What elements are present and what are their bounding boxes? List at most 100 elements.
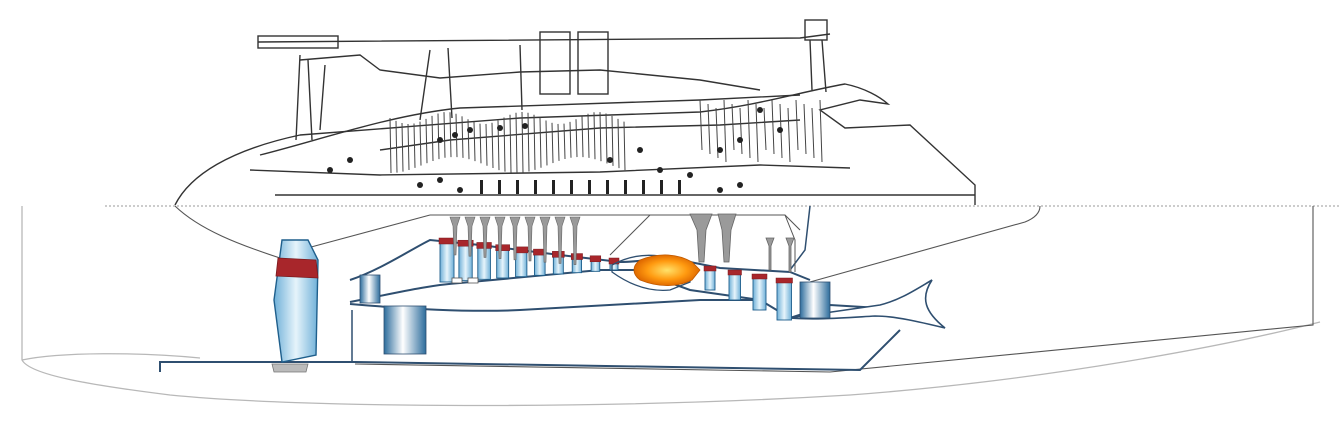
sketch-shaft xyxy=(249,164,851,176)
sketch-blade-line xyxy=(787,107,791,163)
sketch-blade-line xyxy=(739,107,743,155)
sketch-detail-mark xyxy=(417,182,423,188)
bleed-port-1 xyxy=(451,277,463,284)
sketch-blade-line xyxy=(731,103,735,151)
sketch-detail-mark xyxy=(457,187,463,193)
sketch-blade-line xyxy=(803,103,807,155)
turbine-frame-line xyxy=(609,214,796,272)
sketch-detail-mark xyxy=(678,180,681,194)
sketch-blade-line xyxy=(437,113,440,160)
turbine-stages xyxy=(703,265,793,321)
sketch-blade-line xyxy=(707,103,711,155)
sketch-detail-mark xyxy=(637,147,643,153)
compressor-bleed-strut xyxy=(569,216,581,265)
sketch-inner-casing xyxy=(259,94,801,156)
sketch-blade-line xyxy=(443,112,446,158)
sketch-blade-line xyxy=(533,114,536,170)
sketch-blade-line xyxy=(395,120,398,173)
sketch-blade-line xyxy=(623,121,626,171)
splitter-line xyxy=(349,299,760,312)
sketch-blade-line xyxy=(599,112,602,162)
sketch-blade-line xyxy=(431,115,434,161)
sketch-detail-mark xyxy=(497,125,503,131)
sketch-blade-line xyxy=(699,99,703,151)
compressor-stage-blade xyxy=(496,246,510,279)
sketch-blade-line xyxy=(407,123,410,170)
sketch-blade-line xyxy=(771,99,775,155)
sketch-mid-strut xyxy=(419,44,523,121)
turbine-stage-blade xyxy=(704,267,716,291)
compressor-bleed-strut xyxy=(554,216,566,264)
sketch-top-rail xyxy=(257,33,831,43)
compressor-stage-blade xyxy=(439,239,455,283)
sketch-blade-line xyxy=(587,113,590,158)
sketch-blade-line xyxy=(509,114,512,173)
compressor-stage-ring xyxy=(552,251,565,258)
sketch-blade-line xyxy=(425,118,428,164)
turbine-stage-ring xyxy=(751,273,768,280)
sketch-blade-line xyxy=(569,121,572,158)
sketch-rear-strut xyxy=(809,39,827,93)
compressor-bleed-strut xyxy=(524,216,536,262)
compressor-stage-ring xyxy=(495,244,510,251)
sketch-blade-line xyxy=(413,123,416,168)
sketch-detail-mark xyxy=(607,157,613,163)
bleed-port-2 xyxy=(467,277,479,284)
sketch-blade-line xyxy=(755,103,759,163)
turbine-stage-ring xyxy=(775,277,793,284)
sketch-blade-line xyxy=(617,118,620,169)
sketch-blade-line xyxy=(485,123,488,166)
turbine-support-strut-1 xyxy=(689,213,713,263)
sketch-blade-line xyxy=(449,112,452,158)
sketch-blade-line xyxy=(479,123,482,164)
combustor-liner xyxy=(611,254,691,291)
compressor-bleed-strut xyxy=(494,216,506,259)
compressor-stage-ring xyxy=(438,237,456,245)
compressor-bleed-strut xyxy=(509,216,521,261)
sketch-blade-line xyxy=(557,123,560,161)
turbine-stage-blade xyxy=(752,275,767,311)
fan-blade-hub xyxy=(271,363,309,373)
nacelle-wave-front xyxy=(21,353,201,361)
rear-cowl xyxy=(354,206,1314,373)
sketch-blade-line xyxy=(491,122,494,169)
compressor-stage-ring xyxy=(570,253,583,260)
turbine-stage-blade xyxy=(776,279,792,321)
compressor-bleed-strut xyxy=(539,216,551,263)
inner-shaft-line xyxy=(159,329,901,372)
sketch-detail-mark xyxy=(570,180,573,194)
sketch-detail-mark xyxy=(452,132,458,138)
sketch-accessory-box-right xyxy=(804,19,828,41)
sketch-blade-line xyxy=(581,116,584,158)
sketch-detail-mark xyxy=(660,180,663,194)
sketch-blade-line xyxy=(551,122,554,164)
sketch-blade-line xyxy=(521,111,524,173)
sketch-blade-line xyxy=(389,117,392,174)
sketch-detail-mark xyxy=(642,180,645,194)
sketch-blade-line xyxy=(473,121,476,162)
sketch-detail-mark xyxy=(498,180,501,194)
sketch-blade-line xyxy=(419,121,422,166)
nacelle-lower-outline xyxy=(21,206,1321,407)
sketch-detail-mark xyxy=(737,182,743,188)
compressor-bleed-strut xyxy=(479,216,491,258)
sketch-outer-cowl xyxy=(174,83,976,206)
compressor-bleed-strut xyxy=(464,216,476,257)
sketch-front-strut xyxy=(295,54,326,141)
sketch-detail-mark xyxy=(467,127,473,133)
sketch-blade-line xyxy=(467,119,470,160)
sketch-blade-line xyxy=(747,99,751,159)
rear-mount-struts xyxy=(765,237,795,273)
detailed-cross-section xyxy=(174,19,976,206)
sketch-blade-line xyxy=(545,120,548,166)
turbine-stage-ring xyxy=(703,265,717,272)
sketch-detail-mark xyxy=(588,180,591,194)
sketch-blade-line xyxy=(723,99,727,163)
compressor-bleed-strut xyxy=(449,216,461,256)
sketch-detail-mark xyxy=(522,123,528,129)
sketch-detail-mark xyxy=(437,177,443,183)
sketch-detail-mark xyxy=(777,127,783,133)
sketch-blade-line xyxy=(515,112,518,174)
